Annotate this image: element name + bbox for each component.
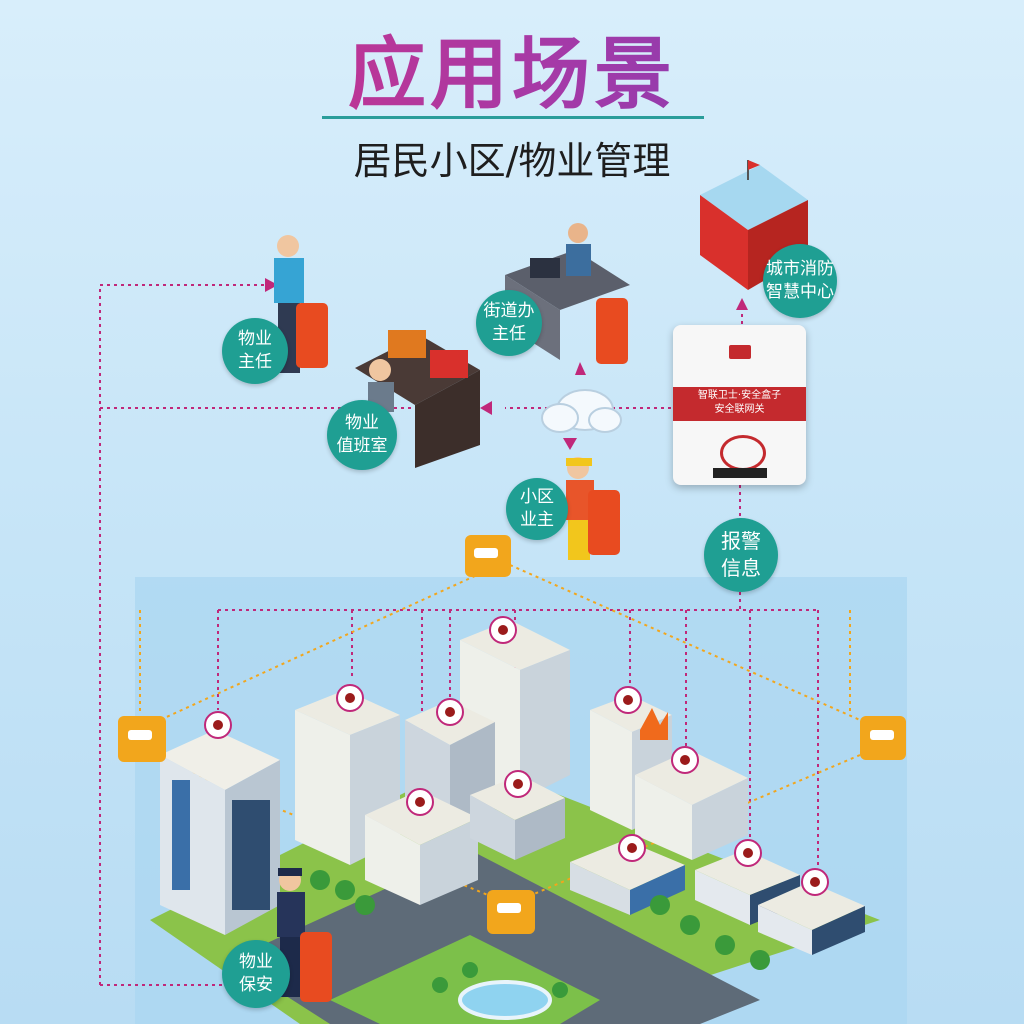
badge-property-director: 物业 主任 bbox=[222, 318, 288, 384]
phone-icon bbox=[588, 490, 620, 555]
title-divider bbox=[322, 116, 704, 119]
phone-icon bbox=[296, 303, 328, 368]
building-right-mid bbox=[635, 750, 748, 860]
buildings bbox=[160, 620, 865, 955]
phone-icon bbox=[596, 298, 628, 364]
arrows bbox=[265, 278, 748, 450]
badge-alarm-info: 报警 信息 bbox=[704, 518, 778, 592]
cloud-icon bbox=[541, 389, 622, 433]
resident-figure bbox=[566, 457, 620, 560]
gateway-logo-icon bbox=[729, 345, 751, 359]
gateway-brand-strip bbox=[713, 468, 767, 478]
trees bbox=[310, 870, 770, 998]
building-left-tower bbox=[160, 730, 280, 935]
pink-links bbox=[99, 284, 819, 986]
gateway-type: 安全联网关 bbox=[714, 404, 765, 415]
arrow-to-street bbox=[575, 362, 586, 375]
badge-resident: 小区 业主 bbox=[506, 478, 568, 540]
security-guard-figure bbox=[277, 868, 332, 1002]
gateway-seal-icon bbox=[720, 435, 766, 471]
phone-icon bbox=[300, 932, 332, 1002]
badge-duty-room: 物业 值班室 bbox=[327, 400, 397, 470]
road bbox=[230, 850, 760, 1024]
arrow-to-director bbox=[265, 278, 278, 292]
fire-icon bbox=[640, 708, 668, 740]
gateway-name: 智联卫士·安全盒子 bbox=[697, 390, 782, 401]
badge-street-office-director: 街道办 主任 bbox=[476, 290, 542, 356]
arrow-to-duty bbox=[480, 401, 492, 415]
arrow-to-resident bbox=[563, 438, 577, 450]
building-front-left bbox=[365, 790, 478, 905]
link-left-to-director bbox=[99, 284, 265, 985]
gateway-label-bar: 智联卫士·安全盒子 安全联网关 bbox=[673, 387, 806, 421]
safety-box-gateway: 智联卫士·安全盒子 安全联网关 bbox=[673, 325, 806, 485]
building-right-low bbox=[570, 840, 685, 915]
page-subtitle: 居民小区/物业管理 bbox=[353, 139, 671, 183]
badge-security-guard: 物业 保安 bbox=[222, 940, 290, 1008]
badge-fire-center: 城市消防 智慧中心 bbox=[763, 244, 837, 318]
arrow-to-fire-center bbox=[736, 298, 748, 310]
fire-center-building bbox=[700, 160, 808, 290]
fountain bbox=[458, 980, 552, 1020]
building-far-right-2 bbox=[758, 882, 865, 955]
page-title: 应用场景 bbox=[0, 12, 1024, 124]
